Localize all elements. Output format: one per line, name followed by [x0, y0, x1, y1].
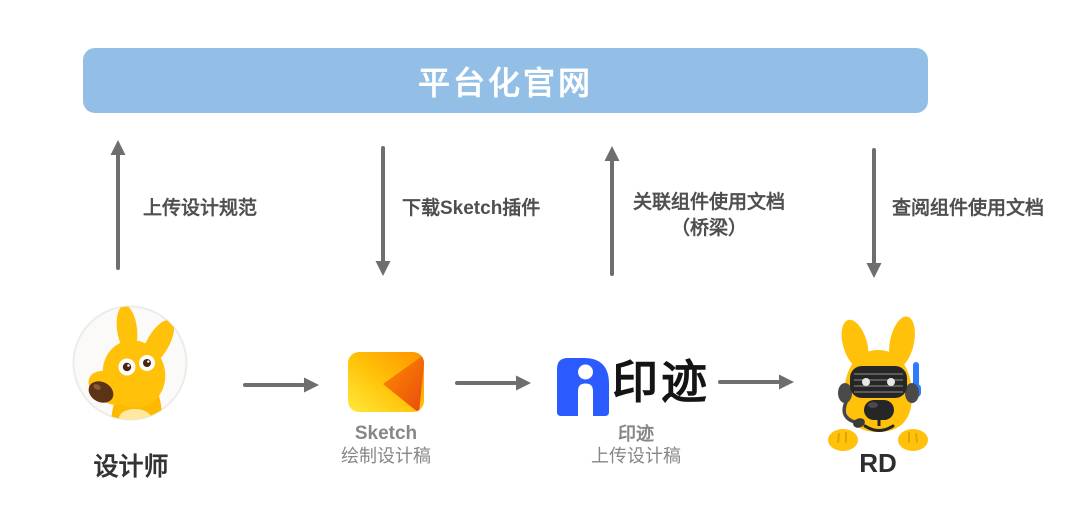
- flow-label-link-docs: 关联组件使用文档 （桥梁）: [628, 190, 790, 242]
- sketch-caption: Sketch 绘制设计稿: [316, 423, 456, 467]
- arrow-right-yinji-to-rd-icon: [718, 374, 794, 390]
- yinji-logo-mark-icon: [557, 358, 609, 416]
- yinji-caption-title: 印迹: [618, 424, 654, 444]
- flow-label-download-plugin: 下载Sketch插件: [402, 198, 541, 219]
- arrow-up-upload-spec-icon: [110, 140, 126, 272]
- flow-label-upload-spec: 上传设计规范: [143, 198, 258, 219]
- sketch-m-logo-icon: [347, 351, 425, 413]
- arrow-down-read-docs-icon: [866, 146, 882, 278]
- sketch-caption-title: Sketch: [354, 423, 418, 444]
- flow-label-link-docs-line2: （桥梁）: [670, 218, 747, 239]
- arrow-right-designer-to-sketch-icon: [243, 377, 319, 393]
- yinji-logotype: 印迹: [612, 356, 710, 408]
- kangaroo-designer-avatar: [71, 304, 189, 422]
- flow-label-link-docs-line1: 关联组件使用文档: [632, 192, 785, 213]
- platform-website-label: 平台化官网: [417, 64, 593, 101]
- rd-label: RD: [859, 448, 897, 478]
- designer-label: 设计师: [93, 453, 169, 481]
- arrow-down-download-plugin-icon: [375, 144, 391, 276]
- platform-website-banner: 平台化官网: [83, 48, 928, 113]
- arrow-right-sketch-to-yinji-icon: [455, 375, 531, 391]
- yinji-caption: 印迹 上传设计稿: [566, 423, 706, 467]
- kangaroo-rd-robot-avatar: [818, 316, 938, 452]
- flow-label-read-docs: 查阅组件使用文档: [892, 198, 1045, 219]
- arrow-up-link-docs-icon: [604, 146, 620, 278]
- sketch-caption-subtitle: 绘制设计稿: [341, 446, 431, 466]
- yinji-caption-subtitle: 上传设计稿: [591, 446, 681, 466]
